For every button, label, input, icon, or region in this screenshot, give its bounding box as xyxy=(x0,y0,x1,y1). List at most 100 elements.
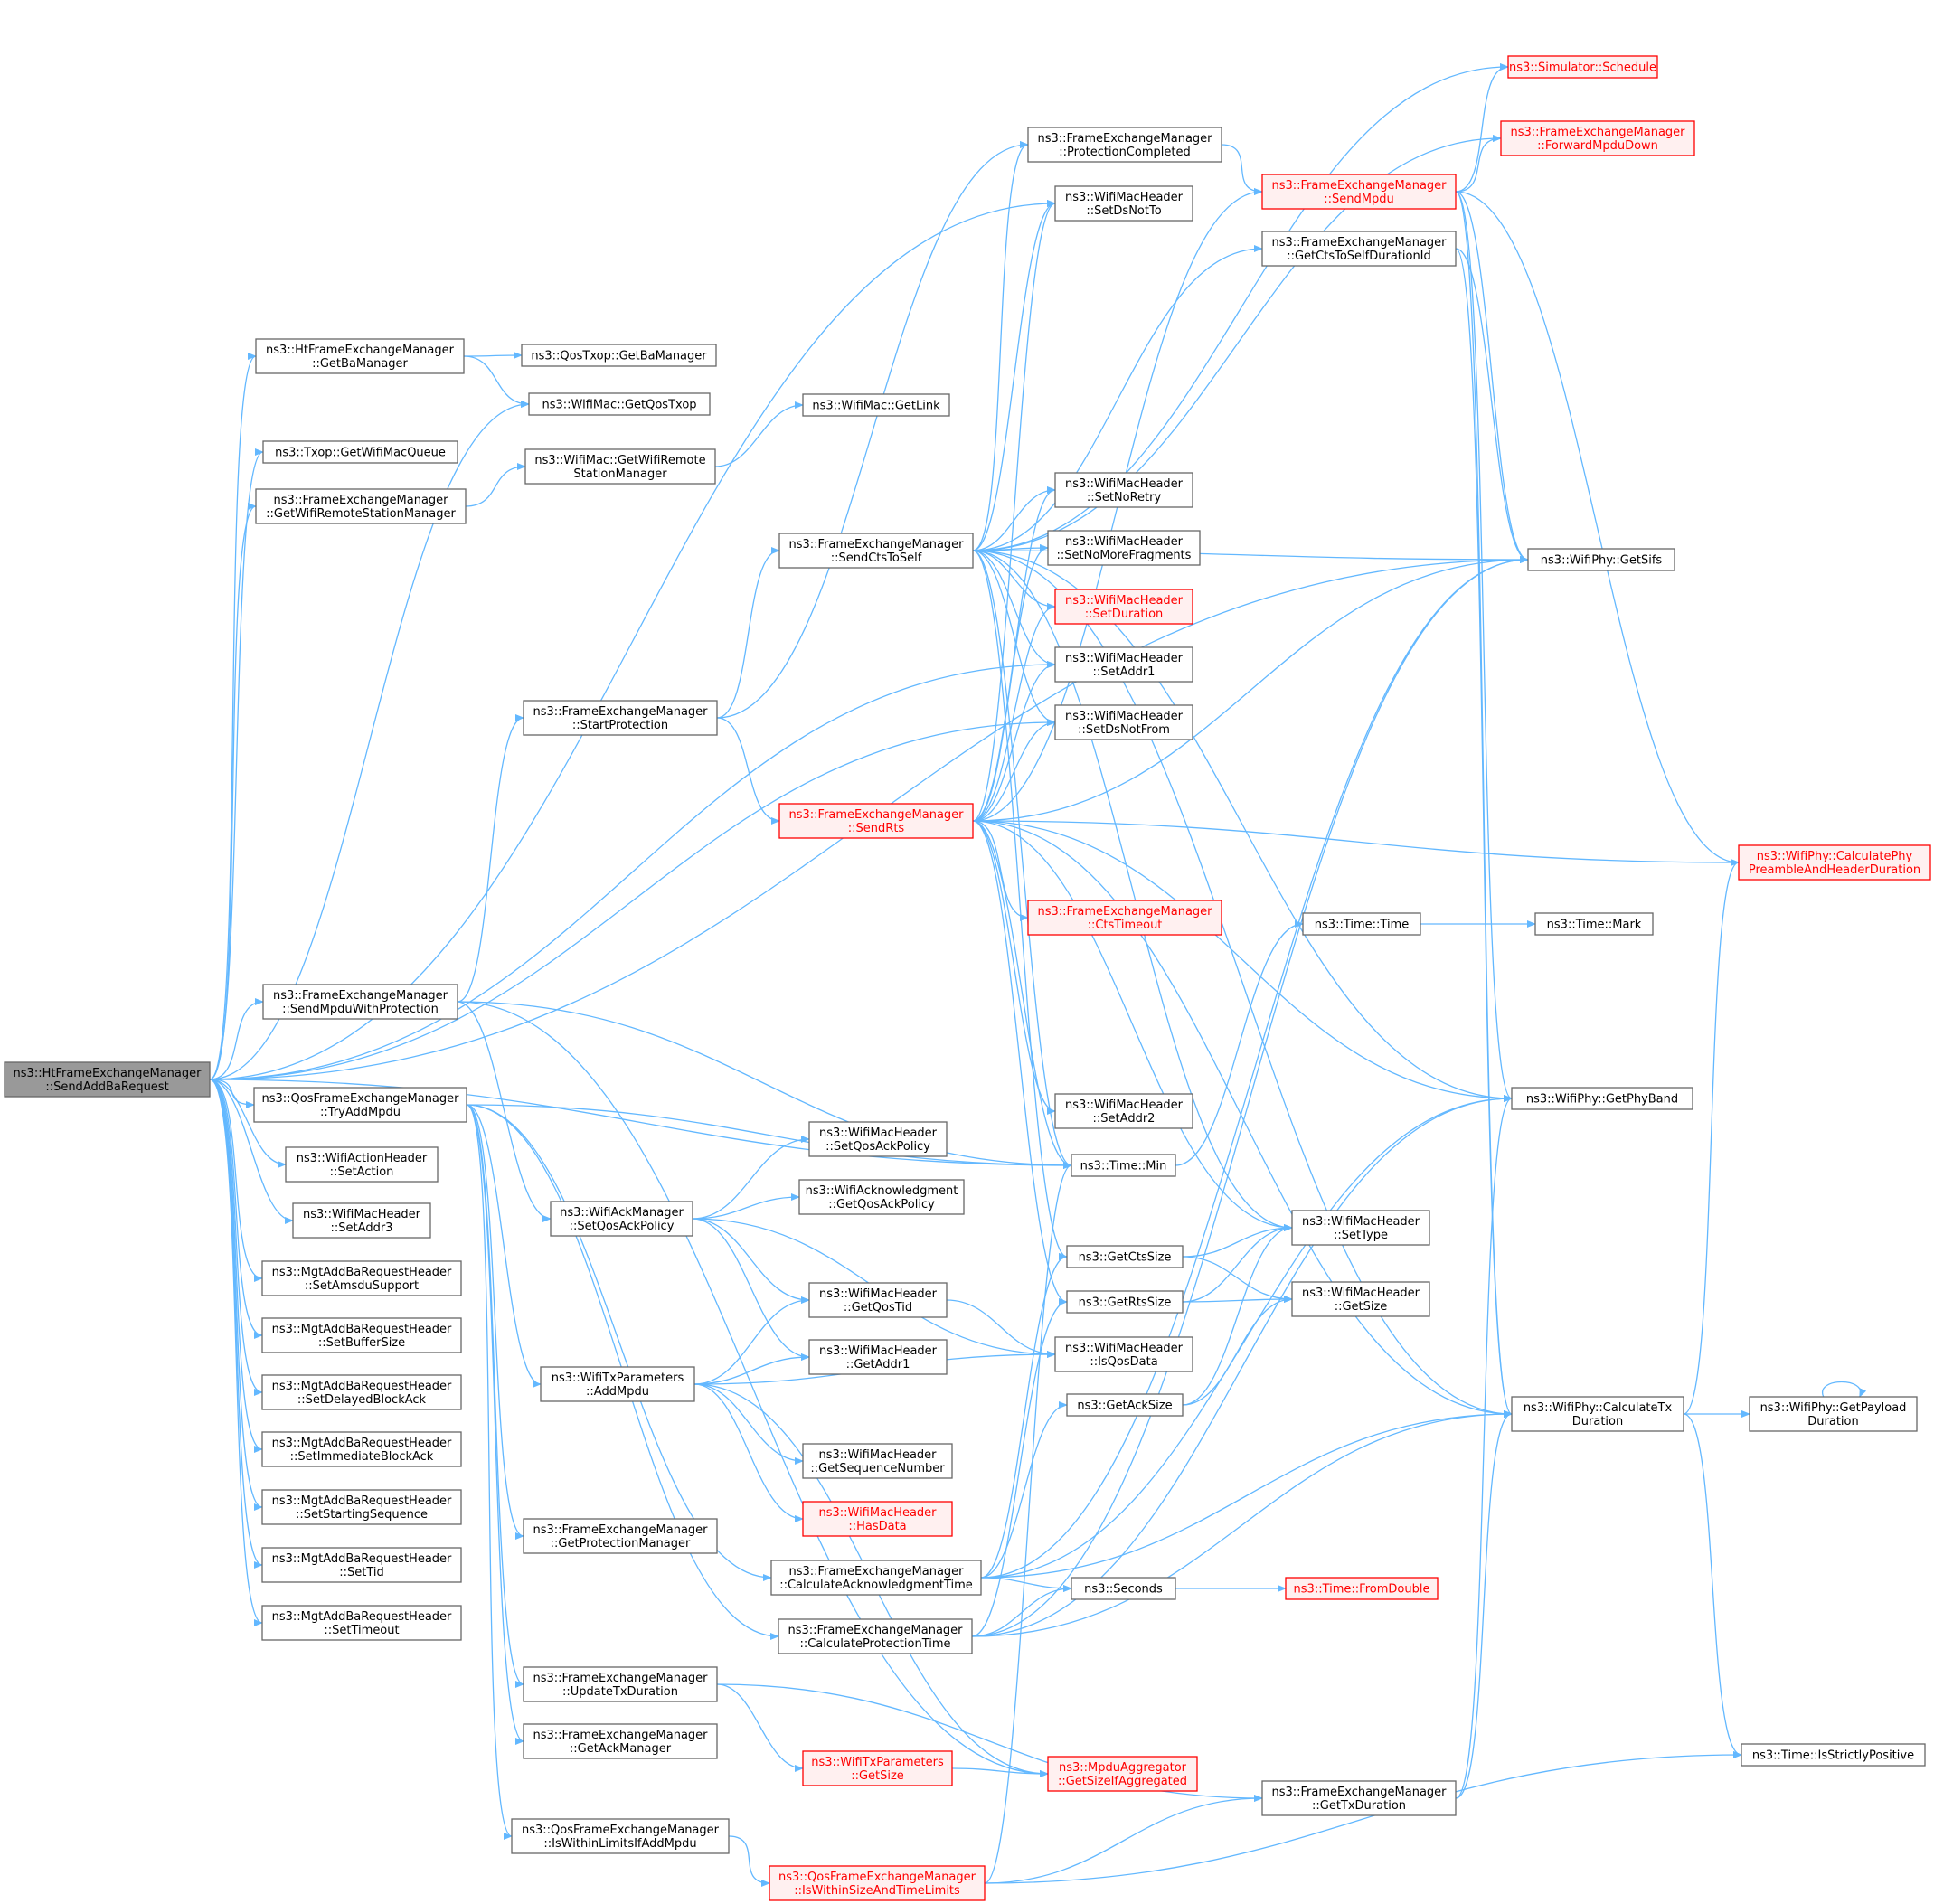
node-getAckSize[interactable]: ns3::GetAckSize xyxy=(1066,1393,1184,1417)
node-femGetCtsToSelfDur[interactable]: ns3::FrameExchangeManager::GetCtsToSelfD… xyxy=(1261,231,1457,267)
node-hdrSetDsNotTo[interactable]: ns3::WifiMacHeader::SetDsNotTo xyxy=(1054,185,1193,222)
node-timeIsStrictlyPos[interactable]: ns3::Time::IsStrictlyPositive xyxy=(1741,1743,1926,1767)
node-phyCalcPreamble[interactable]: ns3::WifiPhy::CalculatePhyPreambleAndHea… xyxy=(1738,844,1931,881)
node-box xyxy=(528,392,711,416)
node-txpGetSize[interactable]: ns3::WifiTxParameters::GetSize xyxy=(802,1750,953,1786)
node-box xyxy=(261,1317,462,1353)
edge-femCalcAckTime-to-phyGetPhyBand xyxy=(980,1095,1513,1579)
node-hdrSetDsNotFrom[interactable]: ns3::WifiMacHeader::SetDsNotFrom xyxy=(1054,704,1193,740)
node-femCalcProtTime[interactable]: ns3::FrameExchangeManager::CalculateProt… xyxy=(778,1618,973,1654)
node-htGetBaMgr[interactable]: ns3::HtFrameExchangeManager::GetBaManage… xyxy=(255,338,465,374)
node-mgtSetAmsdu[interactable]: ns3::MgtAddBaRequestHeader::SetAmsduSupp… xyxy=(261,1260,462,1296)
node-timeMin[interactable]: ns3::Time::Min xyxy=(1071,1154,1176,1177)
edge-femSendMpdu-to-phyGetSifs xyxy=(1455,191,1529,563)
edge-ackSetQosAckPolicy-to-hdrGetAddr1 xyxy=(692,1218,810,1361)
node-hdrGetAddr1[interactable]: ns3::WifiMacHeader::GetAddr1 xyxy=(808,1339,948,1375)
node-seconds[interactable]: ns3::Seconds xyxy=(1071,1577,1176,1600)
node-qosIsWithinLimits[interactable]: ns3::QosFrameExchangeManager::IsWithinLi… xyxy=(511,1818,730,1854)
node-mgtSetBuffer[interactable]: ns3::MgtAddBaRequestHeader::SetBufferSiz… xyxy=(261,1317,462,1353)
node-femGetAckMgr[interactable]: ns3::FrameExchangeManager::GetAckManager xyxy=(523,1723,718,1759)
edge-femCalcProtTime-to-phyGetPhyBand xyxy=(971,1095,1513,1637)
edge-femCalcAckTime-to-phyGetSifs xyxy=(980,556,1529,1579)
node-qosTryAddMpdu[interactable]: ns3::QosFrameExchangeManager::TryAddMpdu xyxy=(253,1087,467,1123)
node-label-line: ::SetAddr1 xyxy=(1093,665,1156,679)
node-hdrSetAddr3[interactable]: ns3::WifiMacHeader::SetAddr3 xyxy=(292,1202,431,1239)
node-wifiMacGetWifiRSM[interactable]: ns3::WifiMac::GetWifiRemoteStationManage… xyxy=(524,448,716,485)
node-femGetTxDur[interactable]: ns3::FrameExchangeManager::GetTxDuration xyxy=(1261,1780,1457,1816)
node-label-line: ns3::WifiPhy::CalculateTx xyxy=(1524,1401,1673,1415)
node-femProtCompleted[interactable]: ns3::FrameExchangeManager::ProtectionCom… xyxy=(1027,127,1222,163)
node-mgtSetTid[interactable]: ns3::MgtAddBaRequestHeader::SetTid xyxy=(261,1547,462,1583)
node-hdrSetAddr1[interactable]: ns3::WifiMacHeader::SetAddr1 xyxy=(1054,646,1193,683)
node-mgtSetTimeout[interactable]: ns3::MgtAddBaRequestHeader::SetTimeout xyxy=(261,1605,462,1641)
edge-femSendCtsToSelf-to-hdrSetAddr1 xyxy=(972,550,1056,668)
node-box xyxy=(261,1260,462,1296)
node-femGetProtMgr[interactable]: ns3::FrameExchangeManager::GetProtection… xyxy=(523,1518,718,1554)
node-txopGetWifiMacQueue[interactable]: ns3::Txop::GetWifiMacQueue xyxy=(262,440,458,464)
node-femUpdateTxDur[interactable]: ns3::FrameExchangeManager::UpdateTxDurat… xyxy=(523,1666,718,1702)
node-femSendMpduWithProt[interactable]: ns3::FrameExchangeManager::SendMpduWithP… xyxy=(262,984,458,1020)
node-label-line: ns3::WifiAcknowledgment xyxy=(806,1184,958,1198)
node-simSchedule[interactable]: ns3::Simulator::Schedule xyxy=(1507,55,1658,79)
node-hdrSetQosAckPolicy[interactable]: ns3::WifiMacHeader::SetQosAckPolicy xyxy=(808,1121,948,1157)
node-femCalcAckTime[interactable]: ns3::FrameExchangeManager::CalculateAckn… xyxy=(770,1560,982,1596)
node-ackSetQosAckPolicy[interactable]: ns3::WifiAckManager::SetQosAckPolicy xyxy=(550,1201,693,1237)
node-mpduGetSizeIfAgg[interactable]: ns3::MpduAggregator::GetSizeIfAggregated xyxy=(1047,1756,1198,1792)
node-femForwardMpduDown[interactable]: ns3::FrameExchangeManager::ForwardMpduDo… xyxy=(1500,120,1695,156)
node-phyGetSifs[interactable]: ns3::WifiPhy::GetSifs xyxy=(1527,548,1675,571)
node-mgtSetDelayed[interactable]: ns3::MgtAddBaRequestHeader::SetDelayedBl… xyxy=(261,1374,462,1410)
node-wifiMacGetQosTxop[interactable]: ns3::WifiMac::GetQosTxop xyxy=(528,392,711,416)
node-hdrGetQosTid[interactable]: ns3::WifiMacHeader::GetQosTid xyxy=(808,1282,948,1318)
edge-qosIsWithinLimits-to-qosIsWithinSizeTime xyxy=(728,1835,770,1887)
node-txpAddMpdu[interactable]: ns3::WifiTxParameters::AddMpdu xyxy=(540,1366,695,1402)
node-label-line: ::SetBufferSize xyxy=(318,1336,405,1350)
node-femSendMpdu[interactable]: ns3::FrameExchangeManager::SendMpdu xyxy=(1261,174,1457,210)
edge-htGetBaMgr-to-wifiMacGetQosTxop xyxy=(463,355,530,408)
edge-root-to-hdrSetDsNotTo xyxy=(209,200,1056,1080)
node-label-line: ns3::FrameExchangeManager xyxy=(1271,1786,1447,1799)
node-getCtsSize[interactable]: ns3::GetCtsSize xyxy=(1066,1245,1184,1268)
edge-femGetTxDur-to-phyGetPhyBand xyxy=(1455,1095,1513,1799)
node-timeFromDouble[interactable]: ns3::Time::FromDouble xyxy=(1285,1577,1439,1600)
node-label-line: ns3::WifiMac::GetWifiRemote xyxy=(534,454,705,467)
node-box xyxy=(523,1666,718,1702)
node-label-line: ns3::FrameExchangeManager xyxy=(1271,236,1447,250)
edge-femStartProt-to-femProtCompleted xyxy=(716,141,1029,719)
node-actSetAction[interactable]: ns3::WifiActionHeader::SetAction xyxy=(285,1146,439,1183)
node-hdrGetSeq[interactable]: ns3::WifiMacHeader::GetSequenceNumber xyxy=(802,1443,953,1479)
node-phyGetPhyBand[interactable]: ns3::WifiPhy::GetPhyBand xyxy=(1511,1087,1693,1110)
edge-femSendCtsToSelf-to-timeMin xyxy=(972,550,1072,1169)
edge-femProtCompleted-to-femSendMpdu xyxy=(1221,144,1263,195)
node-wifiMacGetLink[interactable]: ns3::WifiMac::GetLink xyxy=(802,393,950,417)
node-qosIsWithinSizeTime[interactable]: ns3::QosFrameExchangeManager::IsWithinSi… xyxy=(769,1865,986,1901)
node-qosTxopGetBaMgr[interactable]: ns3::QosTxop::GetBaManager xyxy=(521,344,717,367)
node-ackGetQosAckPolicy[interactable]: ns3::WifiAcknowledgment::GetQosAckPolicy xyxy=(798,1179,965,1215)
node-hdrSetDuration[interactable]: ns3::WifiMacHeader::SetDuration xyxy=(1054,589,1193,625)
node-hdrIsQosData[interactable]: ns3::WifiMacHeader::IsQosData xyxy=(1054,1336,1193,1372)
node-hdrSetNoRetry[interactable]: ns3::WifiMacHeader::SetNoRetry xyxy=(1054,472,1193,508)
node-femSendRts[interactable]: ns3::FrameExchangeManager::SendRts xyxy=(778,803,974,839)
node-hdrGetSize[interactable]: ns3::WifiMacHeader::GetSize xyxy=(1291,1281,1430,1317)
edge-txpGetSize-to-mpduGetSizeIfAgg xyxy=(951,1767,1049,1777)
edge-femCalcAckTime-to-seconds xyxy=(980,1577,1072,1592)
node-femCtsTimeout[interactable]: ns3::FrameExchangeManager::CtsTimeout xyxy=(1027,900,1222,936)
node-label-line: ::HasData xyxy=(848,1520,906,1533)
node-label-line: ::SetType xyxy=(1334,1229,1388,1242)
node-getRtsSize[interactable]: ns3::GetRtsSize xyxy=(1066,1290,1184,1314)
node-hdrSetAddr2[interactable]: ns3::WifiMacHeader::SetAddr2 xyxy=(1054,1093,1193,1129)
node-hdrSetType[interactable]: ns3::WifiMacHeader::SetType xyxy=(1291,1210,1430,1246)
node-timeTime[interactable]: ns3::Time::Time xyxy=(1302,912,1421,936)
node-femStartProt[interactable]: ns3::FrameExchangeManager::StartProtecti… xyxy=(523,700,718,736)
node-box xyxy=(1054,646,1193,683)
node-mgtSetImmediate[interactable]: ns3::MgtAddBaRequestHeader::SetImmediate… xyxy=(261,1431,462,1467)
node-femSendCtsToSelf[interactable]: ns3::FrameExchangeManager::SendCtsToSelf xyxy=(778,533,974,569)
node-label-line: ns3::WifiMacHeader xyxy=(1065,1342,1184,1355)
node-hdrHasData[interactable]: ns3::WifiMacHeader::HasData xyxy=(802,1501,953,1537)
node-femGetWifiRSM[interactable]: ns3::FrameExchangeManager::GetWifiRemote… xyxy=(255,488,467,524)
node-timeMark[interactable]: ns3::Time::Mark xyxy=(1534,912,1654,936)
node-root[interactable]: ns3::HtFrameExchangeManager::SendAddBaRe… xyxy=(4,1061,211,1098)
node-mgtSetStarting[interactable]: ns3::MgtAddBaRequestHeader::SetStartingS… xyxy=(261,1489,462,1525)
node-hdrSetNoMoreFrag[interactable]: ns3::WifiMacHeader::SetNoMoreFragments xyxy=(1047,530,1201,566)
